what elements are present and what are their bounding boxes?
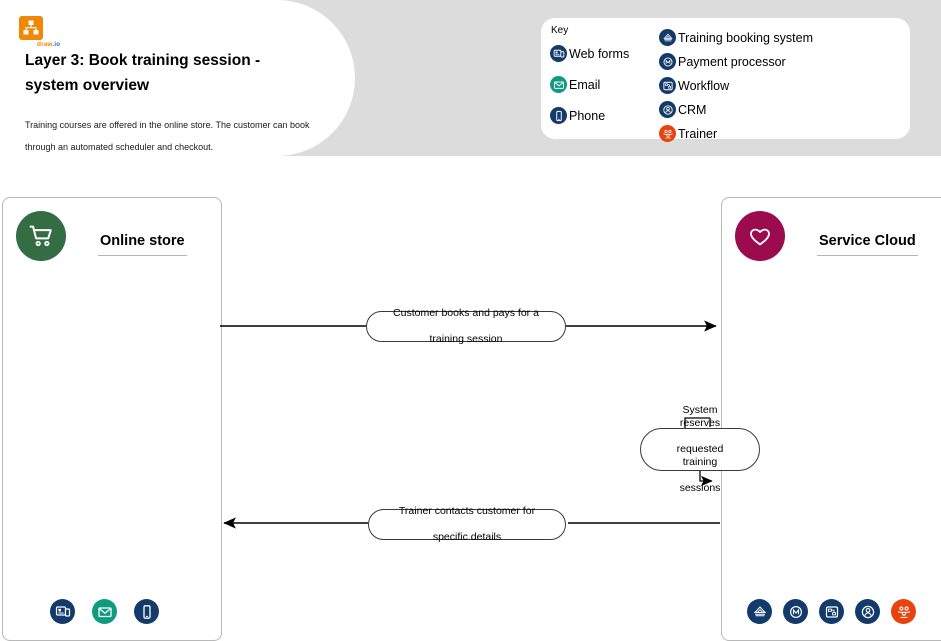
- web-forms-icon[interactable]: [50, 599, 75, 624]
- key-item-payment-processor: Payment processor: [659, 52, 813, 71]
- phone-icon: [550, 107, 567, 124]
- lifeline-title-online-store: Online store: [98, 233, 187, 256]
- page-description: Training courses are offered in the onli…: [25, 120, 310, 152]
- key-item-label: Workflow: [678, 78, 730, 93]
- lifeline-title-service-cloud: Service Cloud: [817, 233, 918, 256]
- key-legend-column-systems: Training booking system Payment processo…: [659, 28, 813, 143]
- payment-processor-icon: [659, 53, 676, 70]
- web-forms-icon: [550, 45, 567, 62]
- training-booking-system-icon: [659, 29, 676, 46]
- workflow-icon: [659, 77, 676, 94]
- drawio-logo-text: draw.io: [37, 41, 61, 48]
- crm-icon: [659, 101, 676, 118]
- key-item-email: Email: [550, 75, 629, 94]
- key-item-crm: CRM: [659, 100, 813, 119]
- trainer-icon[interactable]: [891, 599, 916, 624]
- crm-icon[interactable]: [855, 599, 880, 624]
- key-item-label: CRM: [678, 102, 707, 117]
- key-item-label: Trainer: [678, 126, 718, 141]
- key-item-label: Payment processor: [678, 54, 786, 69]
- heart-icon: [735, 211, 785, 261]
- drawio-logo-mark: [19, 16, 43, 40]
- trainer-icon: [659, 125, 676, 142]
- email-icon: [550, 76, 567, 93]
- page-title: Layer 3: Book training session - system …: [25, 52, 261, 94]
- key-item-web-forms: Web forms: [550, 44, 629, 63]
- key-item-label: Email: [569, 77, 601, 92]
- lifeline-footer-icons-online-store: [50, 599, 159, 624]
- lifeline-header-online-store: Online store: [16, 211, 187, 261]
- workflow-icon[interactable]: [819, 599, 844, 624]
- message-2-label[interactable]: System reserves requested training sessi…: [640, 404, 760, 494]
- key-legend: Key Web forms Email: [541, 18, 910, 142]
- training-booking-system-icon[interactable]: [747, 599, 772, 624]
- key-legend-title: Key: [551, 25, 569, 36]
- key-item-label: Training booking system: [678, 30, 814, 45]
- node-tree-icon: [23, 20, 39, 35]
- drawio-logo: draw.io: [19, 16, 60, 48]
- message-1-label[interactable]: Customer books and pays for a training s…: [366, 307, 566, 345]
- key-item-training-booking-system: Training booking system: [659, 28, 813, 47]
- header-banner-white-shape: [0, 0, 355, 156]
- message-3-label[interactable]: Trainer contacts customer for specific d…: [368, 505, 566, 543]
- key-item-workflow: Workflow: [659, 76, 813, 95]
- phone-icon[interactable]: [134, 599, 159, 624]
- shopping-cart-icon: [16, 211, 66, 261]
- lifeline-panel-online-store[interactable]: Online store: [2, 197, 222, 641]
- email-icon[interactable]: [92, 599, 117, 624]
- key-item-label: Phone: [569, 108, 606, 123]
- lifeline-header-service-cloud: Service Cloud: [735, 211, 918, 261]
- key-legend-column-channels: Web forms Email Phone: [550, 44, 629, 125]
- key-item-phone: Phone: [550, 106, 629, 125]
- payment-processor-icon[interactable]: [783, 599, 808, 624]
- lifeline-footer-icons-service-cloud: [747, 599, 916, 624]
- key-item-trainer: Trainer: [659, 124, 813, 143]
- lifeline-panel-service-cloud[interactable]: Service Cloud: [721, 197, 941, 641]
- key-item-label: Web forms: [569, 46, 630, 61]
